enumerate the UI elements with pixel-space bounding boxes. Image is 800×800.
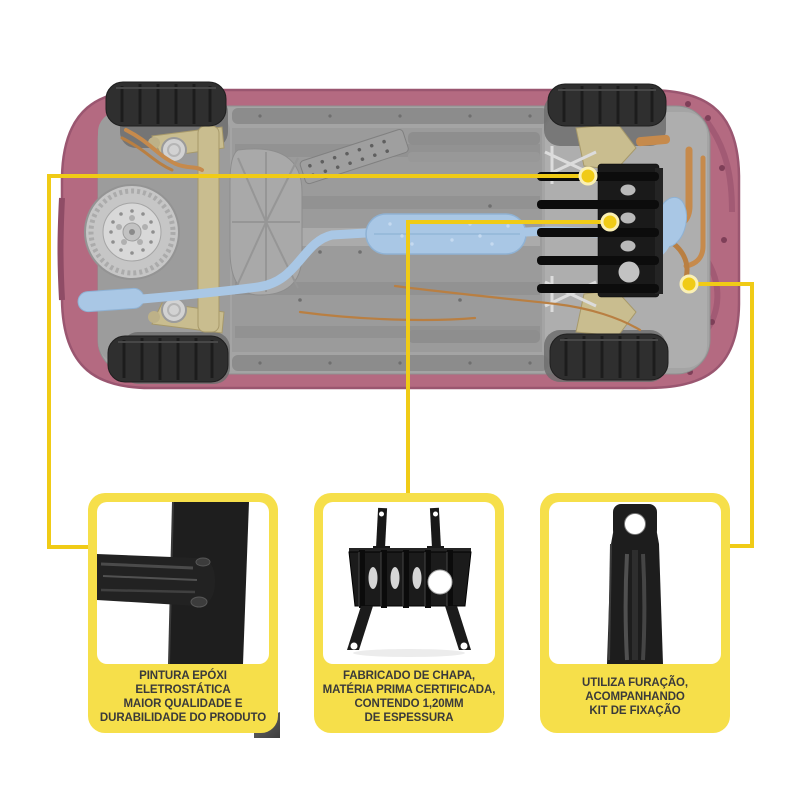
spare-tire xyxy=(84,184,180,280)
front-subframe xyxy=(544,123,637,337)
tires xyxy=(105,81,669,383)
feature-card-sheet-material: FABRICADO DE CHAPA, MATÉRIA PRIMA CERTIF… xyxy=(314,493,504,733)
tire-rear-top xyxy=(105,81,227,127)
skid-plate-product-photo xyxy=(323,502,495,664)
fuel-tank xyxy=(229,148,303,296)
callout-line-skid-plate xyxy=(406,220,610,494)
tire-front-top xyxy=(547,83,667,127)
feature-caption-epoxy-paint: PINTURA EPÓXI ELETROSTÁTICA MAIOR QUALID… xyxy=(99,669,267,724)
installed-skid-plate xyxy=(537,163,663,298)
callout-line-crossmember xyxy=(47,174,588,549)
crossmember-closeup-photo xyxy=(97,502,269,664)
callout-dots xyxy=(578,166,699,294)
callout-dot-skid-plate xyxy=(600,212,620,232)
callout-line-bracket xyxy=(689,282,754,548)
feature-card-epoxy-paint: PINTURA EPÓXI ELETROSTÁTICA MAIOR QUALID… xyxy=(88,493,278,733)
feature-caption-sheet-material: FABRICADO DE CHAPA, MATÉRIA PRIMA CERTIF… xyxy=(322,669,496,724)
feature-card-fixing-kit: UTILIZA FURAÇÃO, ACOMPANHANDO KIT DE FIX… xyxy=(540,493,730,733)
callout-lines xyxy=(47,174,754,549)
callout-dot-bracket xyxy=(679,274,699,294)
feature-caption-fixing-kit: UTILIZA FURAÇÃO, ACOMPANHANDO KIT DE FIX… xyxy=(582,676,688,717)
callout-dot-crossmember xyxy=(578,166,598,186)
mounting-bracket-photo xyxy=(549,502,721,664)
tire-rear-bottom xyxy=(107,335,229,383)
tire-front-bottom xyxy=(549,333,669,381)
